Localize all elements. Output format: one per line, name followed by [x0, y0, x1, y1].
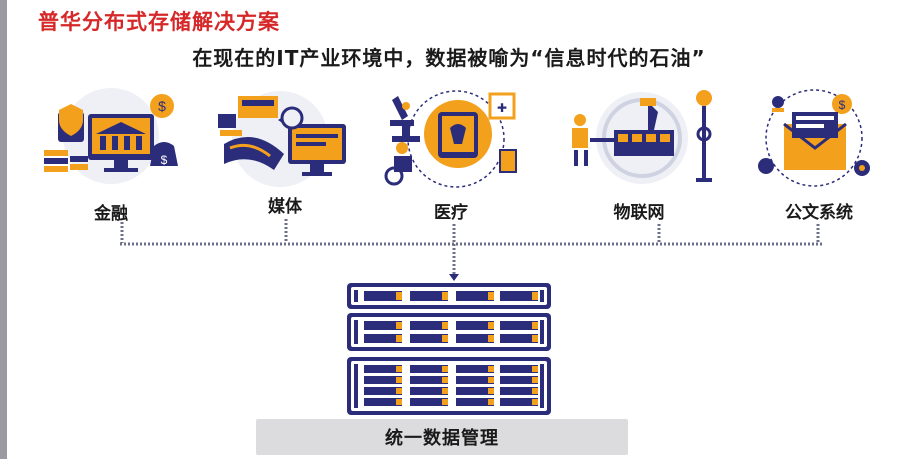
sector-label-documents: 公文系统 [785, 203, 853, 223]
left-edge-bar [0, 0, 7, 459]
sector-label-media: 媒体 [268, 197, 302, 217]
media-icon [218, 91, 346, 187]
svg-text:$: $ [161, 153, 168, 167]
sector-label-finance: 金融 [94, 204, 128, 224]
medical-icon: ✚ [384, 90, 517, 188]
storage-rack-unit-2 [347, 313, 551, 351]
storage-label-text: 统一数据管理 [385, 428, 499, 449]
document-system-icon: $ [758, 89, 870, 187]
down-arrow-icon [449, 274, 459, 281]
sector-medical: ✚ 医疗 [376, 84, 526, 234]
iot-factory-icon [572, 90, 712, 184]
page-title: 普华分布式存储解决方案 [38, 10, 280, 34]
unified-data-management-label: 统一数据管理 [256, 419, 628, 455]
sector-documents: $ 公文系统 [744, 84, 894, 234]
sector-label-medical: 医疗 [434, 203, 468, 223]
svg-text:✚: ✚ [497, 101, 507, 115]
connector-lines [120, 219, 822, 276]
storage-rack-unit-3 [347, 357, 551, 415]
sector-media: 媒体 [210, 84, 360, 234]
svg-text:$: $ [158, 98, 166, 114]
svg-text:$: $ [839, 98, 846, 112]
storage-rack-unit-1 [347, 283, 551, 309]
sector-iot: 物联网 [564, 84, 714, 234]
sector-finance: $ $ 金融 [36, 84, 186, 234]
sector-label-iot: 物联网 [613, 203, 665, 223]
bank-finance-icon: $ $ [44, 88, 178, 184]
page-subtitle: 在现在的IT产业环境中，数据被喻为“信息时代的石油” [192, 46, 706, 70]
